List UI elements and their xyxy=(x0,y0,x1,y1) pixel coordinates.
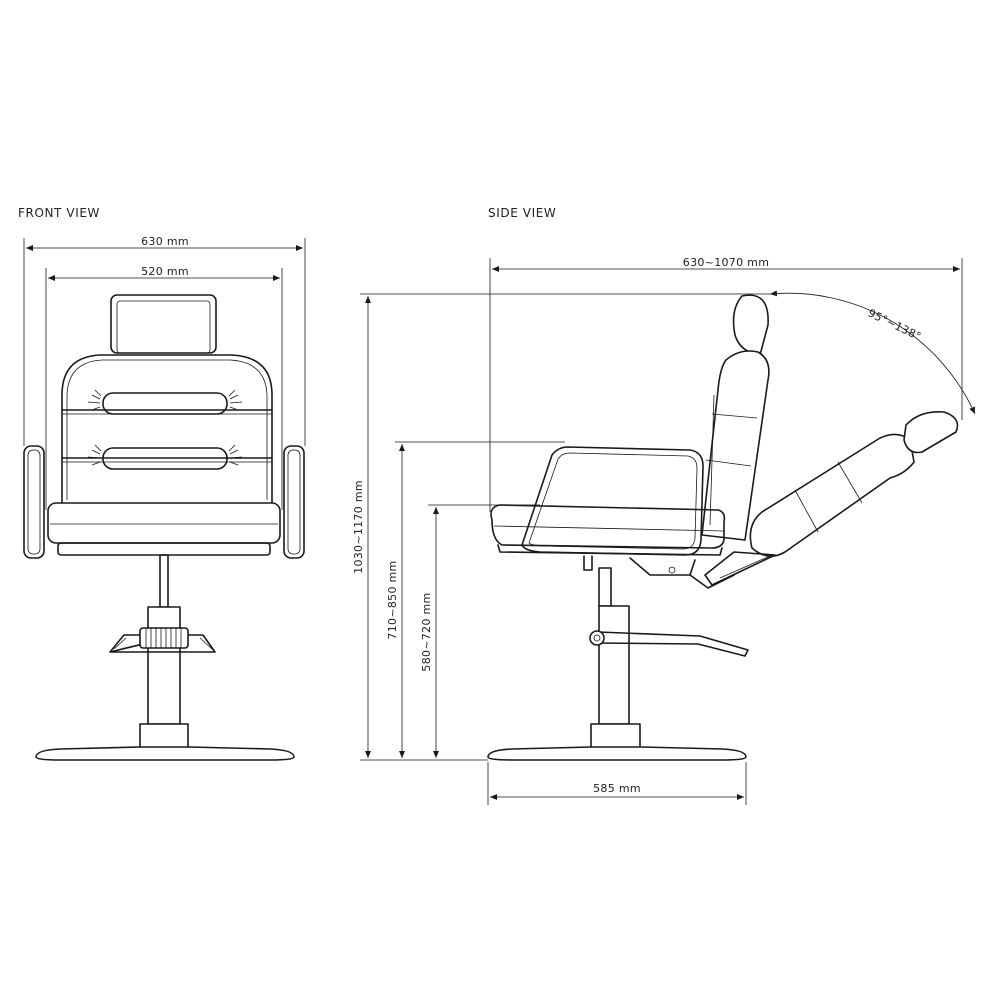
recline-angle-dimension: 95°~138° xyxy=(769,290,976,415)
seat-height-dimension: 580~720 mm xyxy=(420,504,540,758)
front-base xyxy=(35,746,295,761)
side-chair xyxy=(487,294,959,761)
side-view-title: SIDE VIEW xyxy=(488,206,556,220)
front-view-title: FRONT VIEW xyxy=(18,206,100,220)
overall-height-label: 1030~1170 mm xyxy=(352,480,365,574)
front-seat-width-dimension: 520 mm xyxy=(45,265,283,510)
recline-angle-label: 95°~138° xyxy=(866,306,923,343)
front-hydraulic-column xyxy=(147,606,181,725)
side-backrest xyxy=(701,350,770,541)
front-left-armrest xyxy=(23,445,45,559)
front-right-armrest xyxy=(283,445,305,559)
front-headrest xyxy=(110,294,217,354)
front-seat xyxy=(47,502,281,544)
front-backrest xyxy=(61,354,273,506)
side-reclined-backrest xyxy=(749,433,915,557)
side-depth-label: 630~1070 mm xyxy=(683,256,769,269)
side-hydraulic-column xyxy=(598,605,630,725)
overall-height-dimension: 1030~1170 mm xyxy=(352,293,770,758)
front-width-label: 630 mm xyxy=(141,235,189,248)
armrest-height-dimension: 710~850 mm xyxy=(386,441,565,758)
side-depth-dimension: 630~1070 mm xyxy=(489,256,963,512)
armrest-height-label: 710~850 mm xyxy=(386,560,399,639)
side-headrest xyxy=(732,294,769,356)
seat-height-label: 580~720 mm xyxy=(420,592,433,671)
front-width-dimension: 630 mm xyxy=(23,235,306,446)
side-base xyxy=(487,746,747,761)
base-width-dimension: 585 mm xyxy=(487,762,747,805)
front-seat-width-label: 520 mm xyxy=(141,265,189,278)
base-width-label: 585 mm xyxy=(593,782,641,795)
side-reclined-headrest xyxy=(903,410,959,454)
side-armrest xyxy=(521,446,704,556)
front-chair xyxy=(23,294,305,761)
